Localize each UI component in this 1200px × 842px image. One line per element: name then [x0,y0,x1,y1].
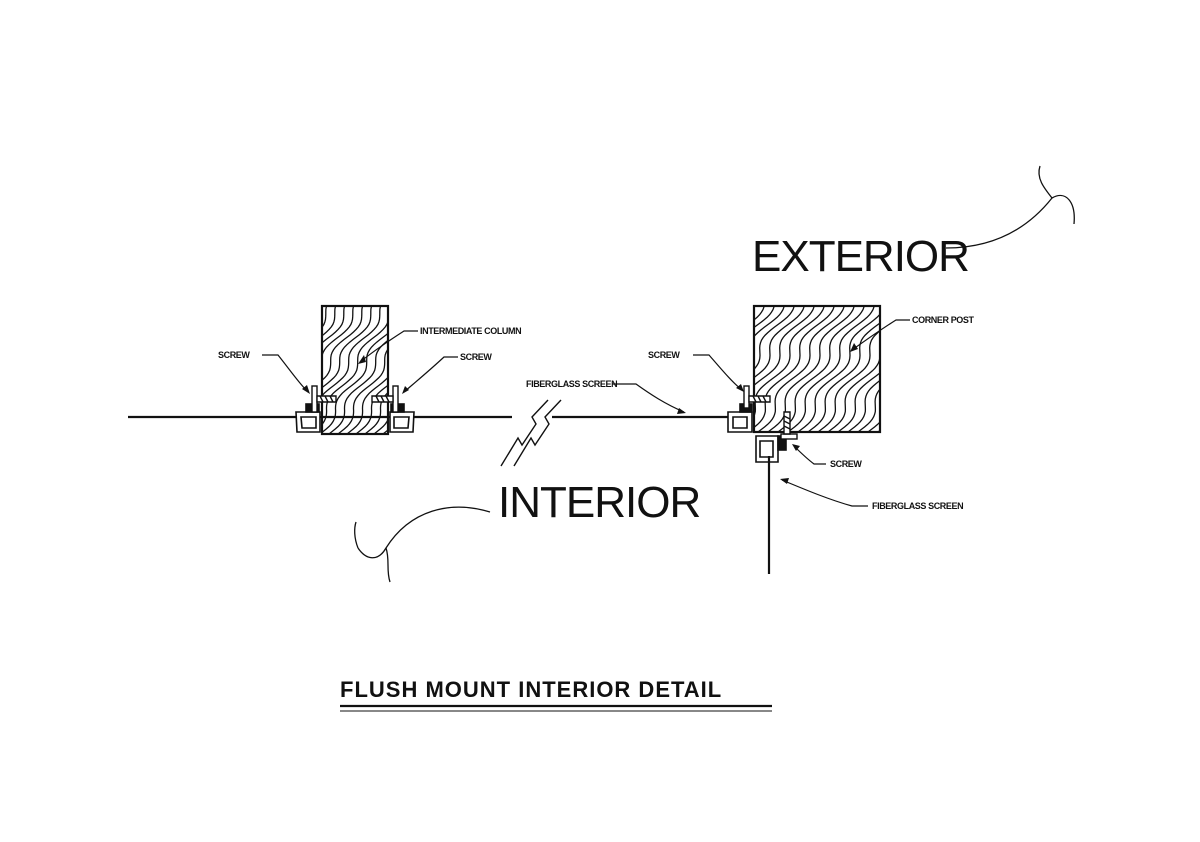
screw-label-left-a: SCREW [218,350,250,360]
wood-grain-line [322,306,373,389]
wood-grain-line [757,306,845,432]
fiberglass-screen-label-top: FIBERGLASS SCREEN [526,379,617,389]
wood-grain-line [817,329,880,432]
wood-grain-line [767,306,855,432]
wood-grain-line [482,271,591,434]
wood-grain-line [239,271,348,434]
screw-label-corner-top: SCREW [648,350,680,360]
wood-grain-line [322,332,388,434]
wood-grain-line [754,306,795,371]
wood-grain-line [797,313,880,432]
drawing-title: FLUSH MOUNT INTERIOR DETAIL [340,677,722,702]
wood-grain-line [322,306,346,344]
screen-clip-corner-bottom [755,435,787,463]
wood-grain-line [958,218,1097,432]
wood-grain-line [355,384,388,434]
exterior-label: EXTERIOR [752,232,969,281]
wood-grain-line [509,271,618,434]
wood-grain-line [754,306,785,338]
wood-grain-line [500,271,609,434]
fiberglass-screen-label-bottom: FIBERGLASS SCREEN [872,501,963,511]
leader-arrowheads [302,343,858,484]
decorative-swoosh-interior [354,506,491,583]
wood-grain-line [401,271,510,434]
wood-grain-line [837,372,880,432]
corner-post-label: CORNER POST [912,315,975,325]
wood-grain-line [754,306,815,387]
wood-grain-line [988,218,1127,432]
wood-grain-line [998,218,1137,432]
wood-grain-line [754,306,805,379]
wood-grain-line [322,306,328,329]
screw-corner-bottom [780,411,798,440]
wood-grain-line [968,218,1107,432]
wood-grain-line [322,306,364,382]
wood-grain-line [337,348,388,434]
wood-grain-line [777,306,865,432]
screw-label-left-b: SCREW [460,352,492,362]
title-underline [340,704,772,712]
wood-grain-line [978,218,1117,432]
wood-grain-line [827,342,880,432]
screw-left-a [311,385,337,413]
wood-grain-line [322,306,355,368]
wood-grain-line [847,379,880,432]
wood-grain-line [322,306,382,397]
wood-grain-line [754,306,775,329]
break-symbol [500,399,562,467]
wood-grain-line [787,306,875,432]
wood-grain [239,271,618,434]
screw-corner-top [743,385,771,409]
intermediate-column [239,271,618,436]
wood-grain-line [328,339,388,434]
wood-grain-line [364,391,388,434]
intermediate-column-label: INTERMEDIATE COLUMN [420,326,521,336]
wood-grain-line [346,376,388,434]
wood-grain-line [857,388,880,432]
wood-grain-line [807,322,880,432]
screw-left-b [371,385,399,413]
interior-label: INTERIOR [498,478,700,527]
wood-grain-line [491,271,600,434]
screw-label-corner-bottom: SCREW [830,459,862,469]
decorative-swoosh-exterior [945,165,1075,249]
wood-grain-line [322,317,388,426]
